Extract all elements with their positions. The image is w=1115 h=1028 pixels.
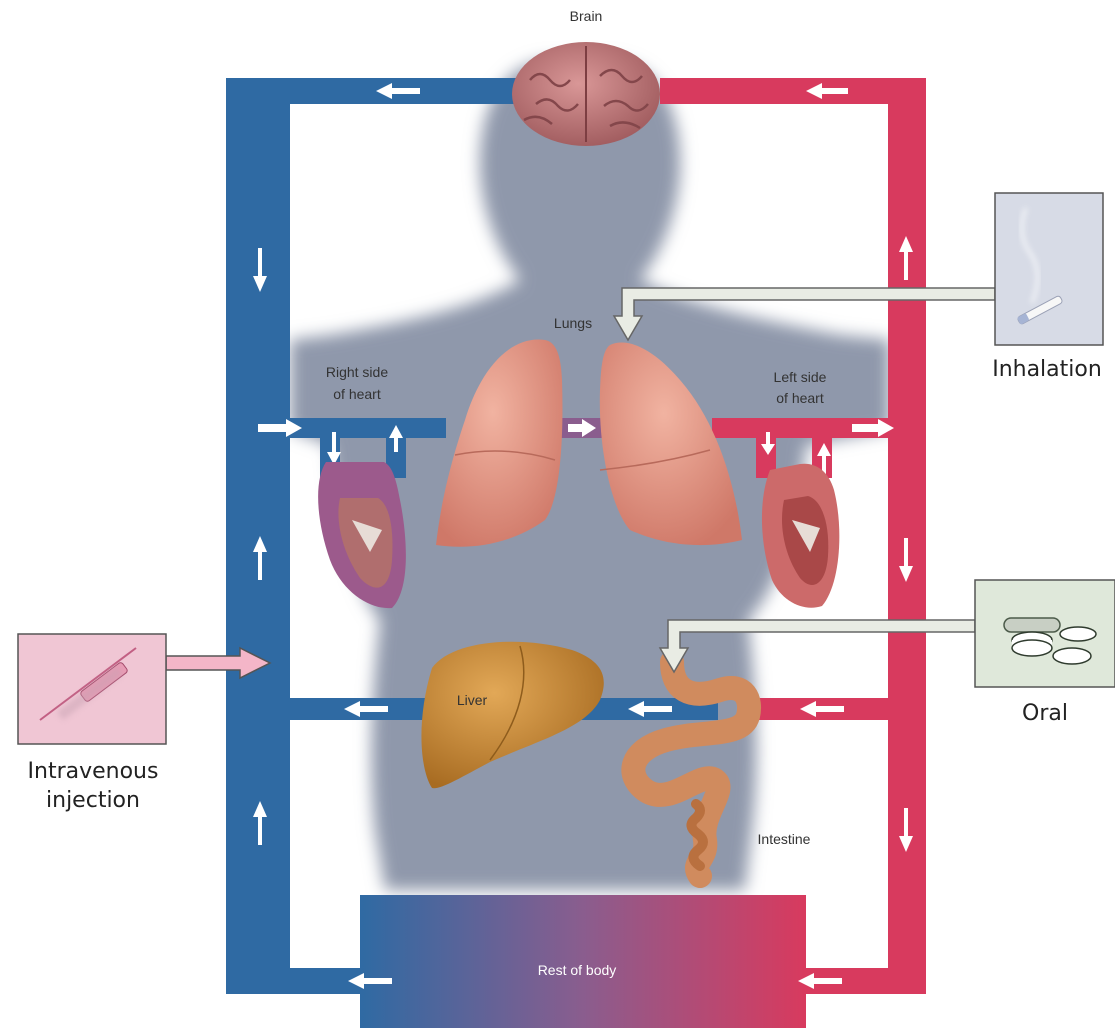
- rest-of-body-label: Rest of body: [538, 962, 617, 978]
- right-heart-icon: [318, 462, 406, 608]
- left-heart-label-line2: of heart: [776, 390, 824, 406]
- iv-panel: [18, 634, 166, 744]
- brain-label: Brain: [570, 8, 603, 24]
- left-heart-icon: [762, 464, 839, 608]
- liver-label: Liver: [457, 692, 488, 708]
- iv-label-line2: injection: [46, 788, 140, 813]
- right-heart-label-line1: Right side: [326, 364, 388, 380]
- inhalation-panel: [995, 193, 1103, 345]
- lungs-label: Lungs: [554, 315, 592, 331]
- intestine-label: Intestine: [758, 831, 811, 847]
- right-heart-label-line2: of heart: [333, 386, 381, 402]
- iv-label-line1: Intravenous: [28, 759, 159, 784]
- oral-panel: [975, 580, 1115, 687]
- inhalation-label: Inhalation: [992, 357, 1102, 382]
- oral-label: Oral: [1022, 701, 1068, 726]
- brain-icon: [512, 42, 660, 146]
- left-heart-label-line1: Left side: [774, 369, 827, 385]
